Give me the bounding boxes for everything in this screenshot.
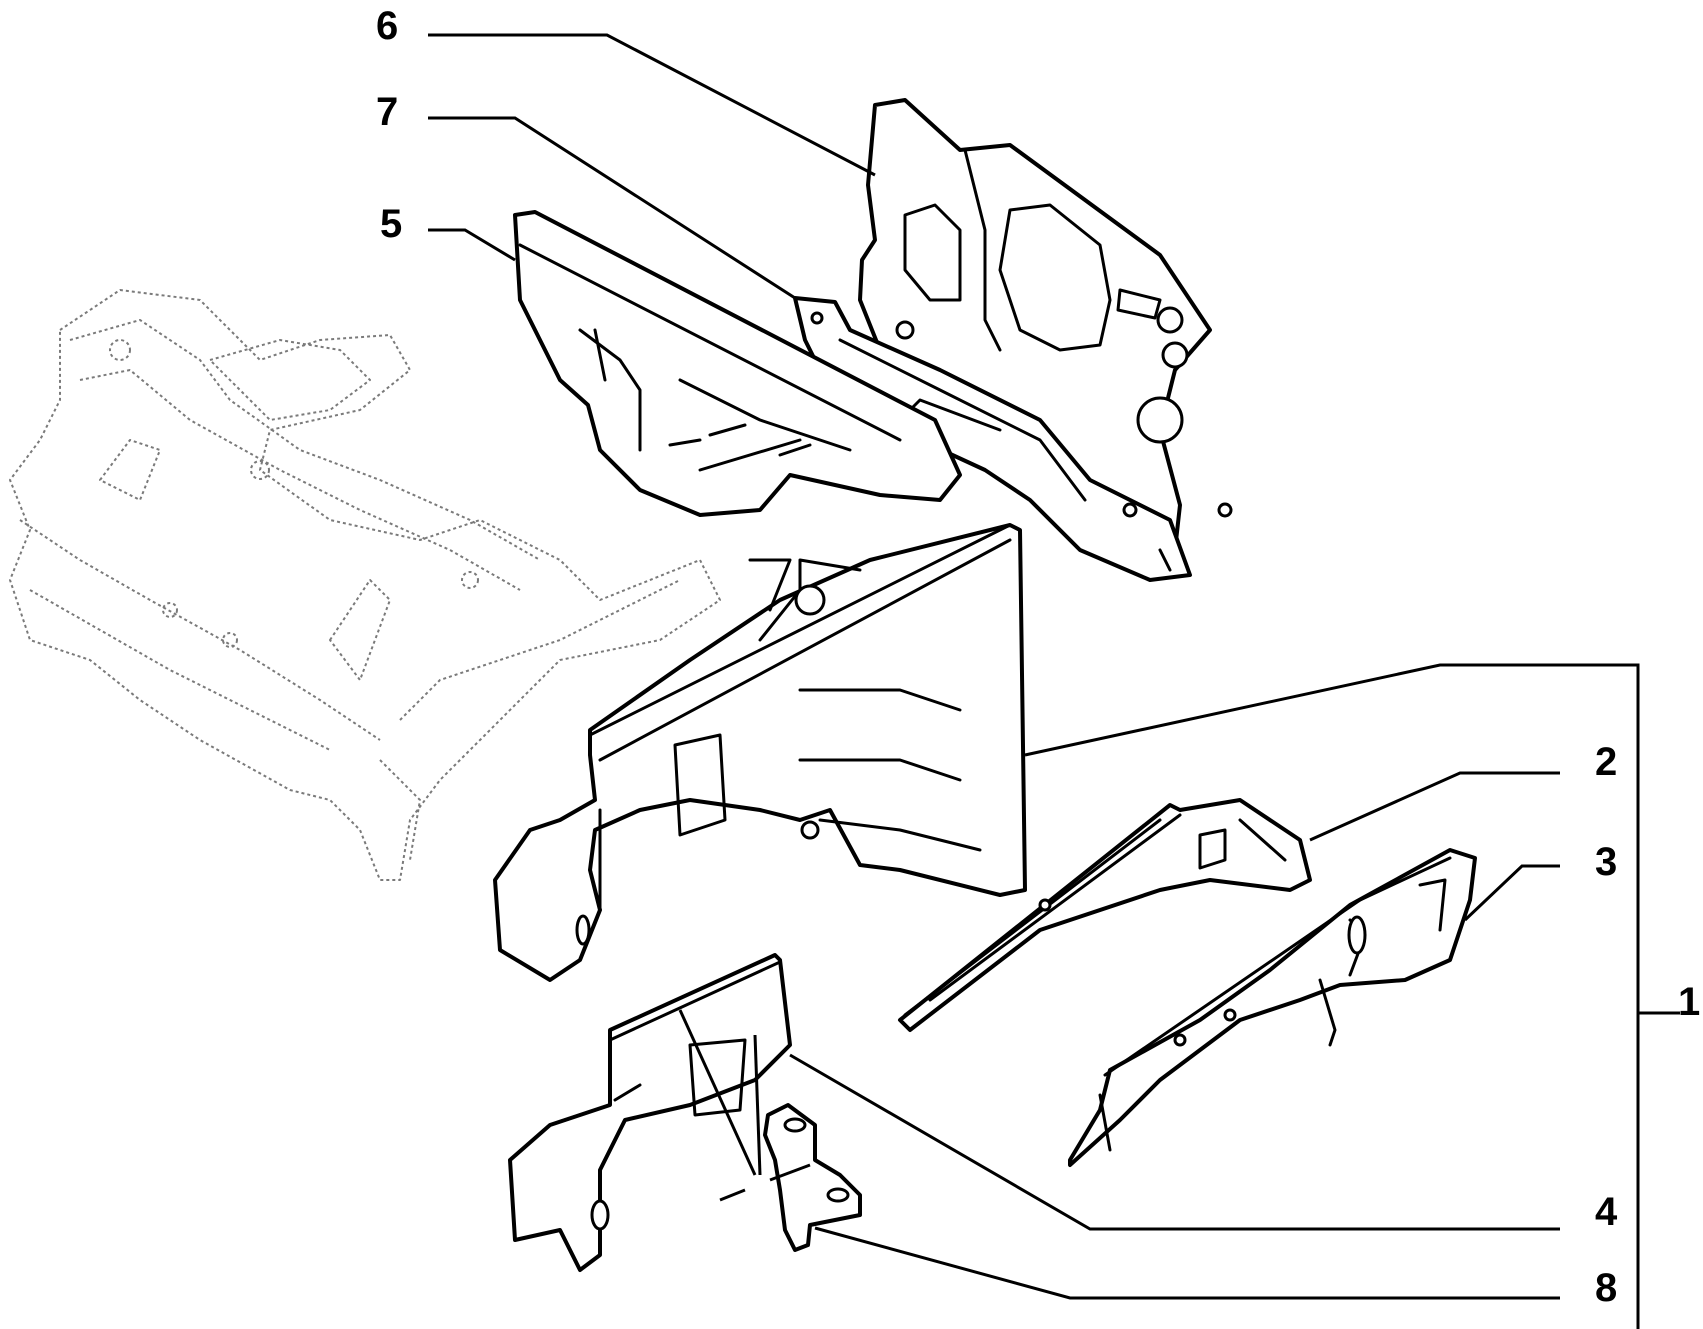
callout-1: 1 [1678, 980, 1701, 1024]
section-lines [678, 1009, 811, 1202]
part-1-wheel-arch-assembly [493, 523, 1027, 982]
leader-4 [789, 1053, 1560, 1231]
callout-3: 3 [1595, 840, 1618, 884]
leader-8 [814, 1226, 1560, 1300]
callout-7: 7 [376, 90, 399, 134]
part-2-upper-rail [898, 798, 1312, 1032]
leader-6 [428, 33, 876, 177]
leader-2 [1309, 771, 1560, 842]
callout-8: 8 [1595, 1266, 1618, 1310]
part-8-bracket [763, 1103, 862, 1252]
leader-lines [428, 33, 1680, 1329]
leader-1-arm [1024, 663, 1638, 757]
part-3-longitudinal-member [1068, 848, 1477, 1167]
callout-6: 6 [376, 4, 399, 48]
callout-4: 4 [1595, 1190, 1618, 1234]
part-4-side-member [508, 953, 792, 1272]
leader-7 [428, 116, 796, 300]
leader-5 [428, 228, 516, 262]
callout-2: 2 [1595, 740, 1618, 784]
leader-3 [1463, 864, 1560, 922]
part-5-wheelhouse-panel [513, 210, 962, 517]
callout-5: 5 [380, 202, 403, 246]
ghost-frame-assembly [9, 289, 721, 881]
bracket-1 [1615, 663, 1640, 1329]
